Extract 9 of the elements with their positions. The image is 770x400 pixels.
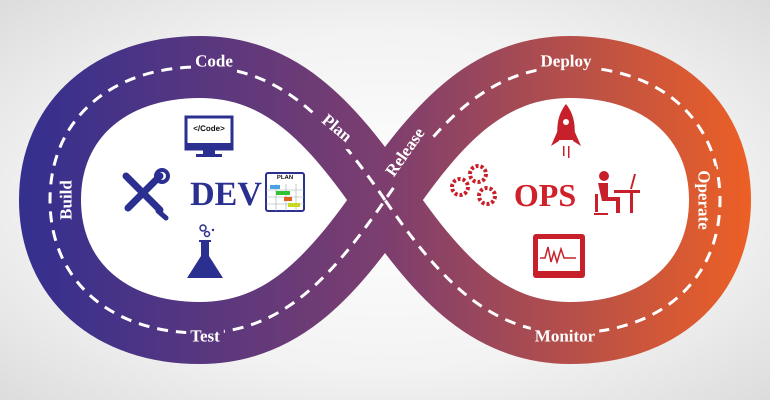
section-title: DEV [190,178,262,212]
stage-label: Deploy [540,52,592,70]
stage-label: Build [58,180,74,220]
stage-label: Code [195,52,233,70]
stage-label: Monitor [534,328,596,344]
stage-label: Test [190,328,220,344]
icon-caption: </Code> [193,125,225,133]
section-title: OPS [514,179,576,211]
stage-label: Operate [696,170,712,230]
